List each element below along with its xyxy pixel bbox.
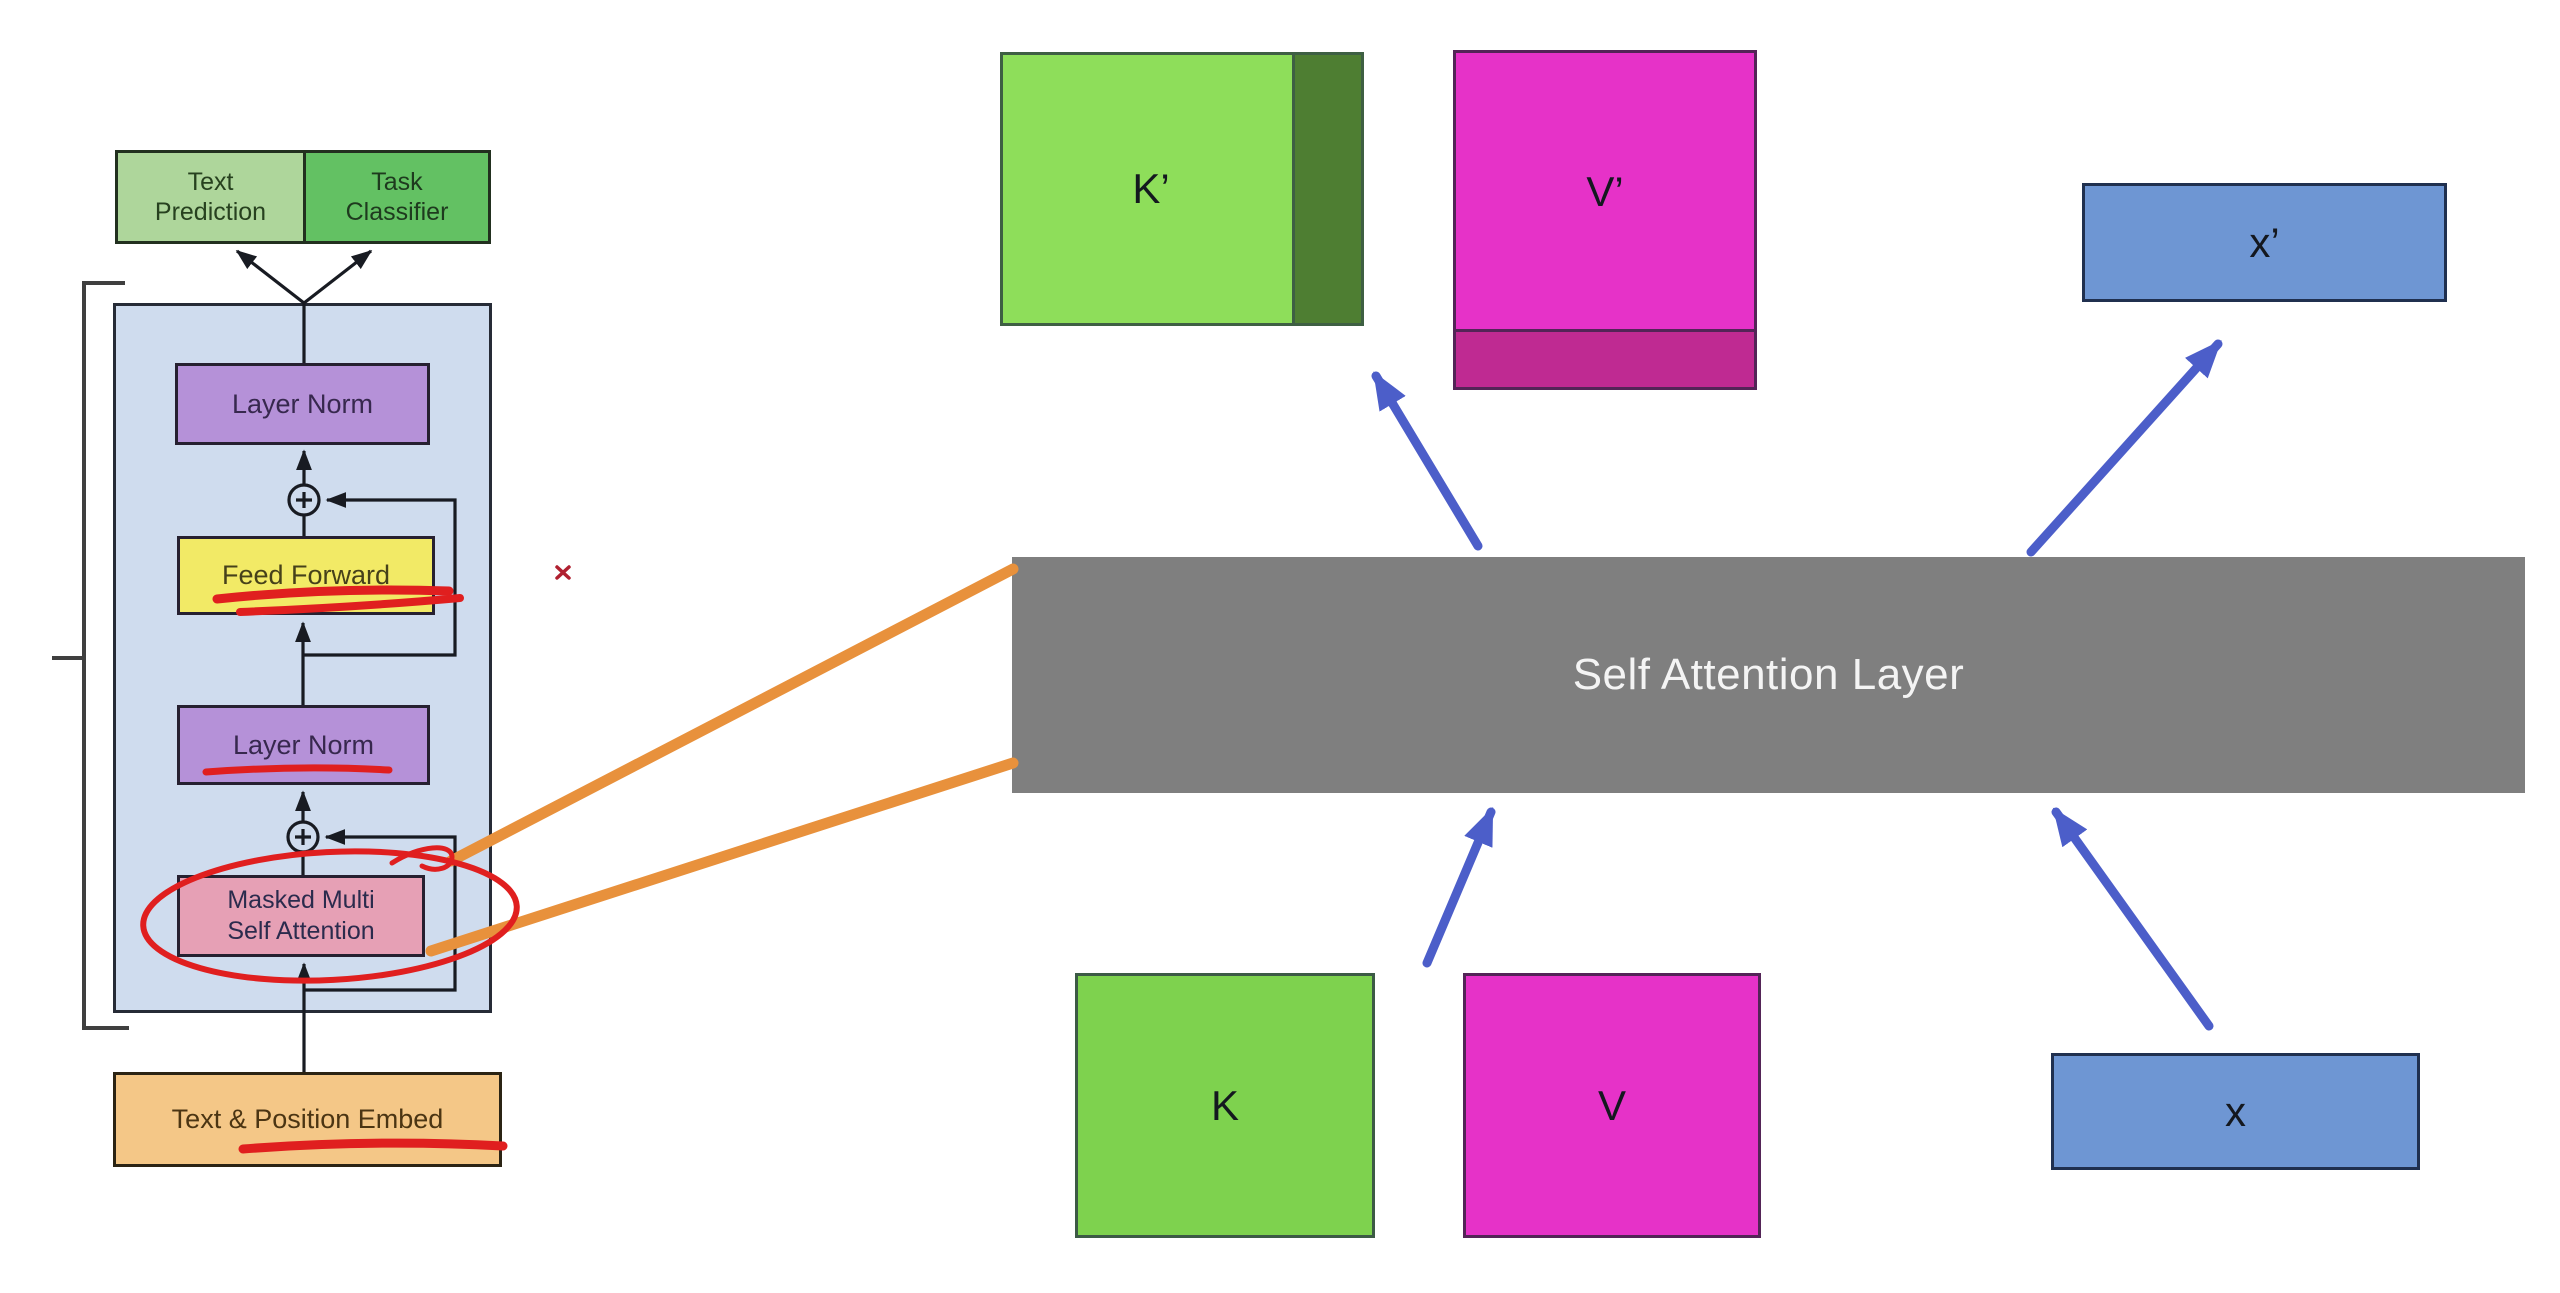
k-prime-label: K’ [1132, 165, 1170, 212]
k-matrix: K [1075, 973, 1375, 1238]
red-stray-mark [555, 565, 571, 580]
x-prime-matrix: x’ [2082, 183, 2447, 302]
task-classifier-line2: Classifier [345, 198, 449, 226]
masked-attention-line2: Self Attention [227, 917, 375, 945]
x-to-bar-arrow [2051, 807, 2214, 1031]
masked-attention-label: Masked Multi Self Attention [227, 885, 374, 948]
x-matrix: x [2051, 1053, 2420, 1170]
task-classifier-line1: Task [371, 167, 423, 196]
layer-norm-bottom-box: Layer Norm [177, 705, 430, 785]
task-classifier-box: Task Classifier [303, 150, 491, 244]
self-attention-layer-label: Self Attention Layer [1572, 650, 1965, 699]
text-prediction-label: Text Prediction [155, 167, 266, 228]
k-label: K [1210, 1081, 1239, 1129]
v-prime-label-wrap: V’ [1456, 53, 1754, 331]
text-prediction-line2: Prediction [154, 198, 267, 226]
masked-attention-line1: Masked Multi [227, 885, 375, 914]
v-prime-bottom-strip [1456, 329, 1754, 387]
to-task-classifier-arrow [303, 249, 373, 305]
layer-norm-top-box: Layer Norm [175, 363, 430, 445]
text-prediction-box: Text Prediction [115, 150, 306, 244]
self-attention-layer-bar: Self Attention Layer [1012, 557, 2525, 793]
text-prediction-line1: Text [187, 167, 234, 196]
layer-norm-bottom-label: Layer Norm [232, 729, 375, 760]
k-prime-label-wrap: K’ [1003, 55, 1299, 323]
kv-to-bar-arrow [1422, 807, 1496, 968]
feed-forward-box: Feed Forward [177, 536, 435, 615]
orange-link-upper [445, 563, 1019, 867]
x-prime-label: x’ [2249, 218, 2280, 266]
v-prime-matrix: V’ [1453, 50, 1757, 390]
layer-norm-top-label: Layer Norm [231, 388, 374, 419]
v-prime-label: V’ [1586, 168, 1624, 215]
text-position-embed-label: Text & Position Embed [171, 1104, 444, 1134]
orange-link-lower [425, 757, 1019, 957]
task-classifier-label: Task Classifier [346, 167, 449, 228]
feed-forward-label: Feed Forward [221, 560, 391, 590]
text-position-embed-box: Text & Position Embed [113, 1072, 502, 1167]
masked-attention-box: Masked Multi Self Attention [177, 875, 425, 957]
k-prime-mask-stripe [1292, 55, 1361, 323]
x-label: x [2225, 1087, 2246, 1135]
v-matrix: V [1463, 973, 1761, 1238]
to-text-prediction-arrow [235, 249, 305, 305]
v-label: V [1597, 1081, 1626, 1129]
k-prime-matrix: K’ [1000, 52, 1364, 326]
bar-to-k-prime-arrow [1371, 371, 1483, 551]
bar-to-x-prime-arrow [2026, 339, 2223, 557]
